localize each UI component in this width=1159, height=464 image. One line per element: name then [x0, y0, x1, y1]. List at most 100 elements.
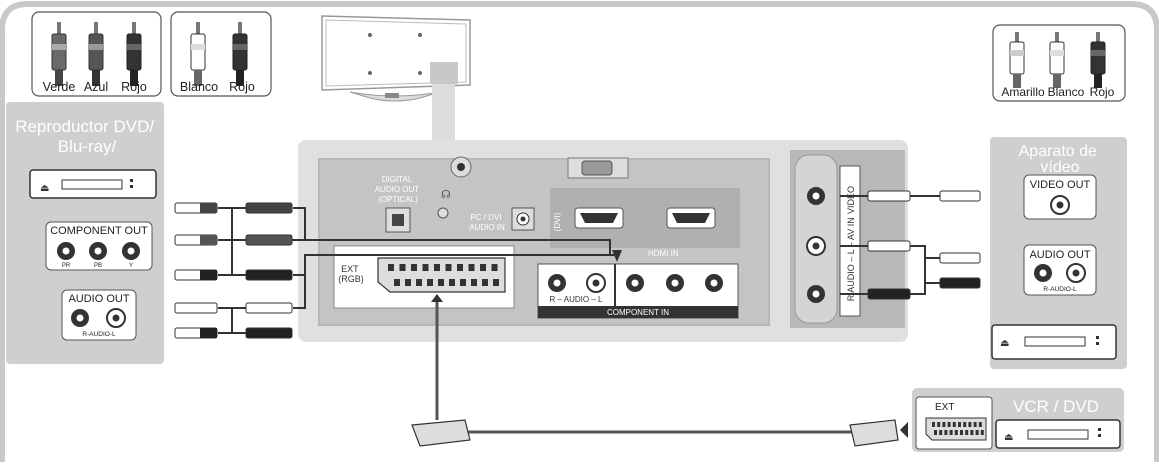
- scart-pin: [939, 430, 943, 435]
- video-out-label: VIDEO OUT: [1030, 179, 1091, 191]
- scart-pin: [460, 279, 466, 286]
- hdmi-in-label: HDMI IN: [648, 249, 679, 258]
- scart-pin: [399, 264, 406, 271]
- scart-pin: [980, 430, 984, 435]
- av-in-side-jacks: VIDEO AUDIO – L – AV IN R: [806, 165, 861, 317]
- svg-text:⏏: ⏏: [1000, 338, 1009, 349]
- scart-pin: [388, 264, 394, 271]
- component-out-label: COMPONENT OUT: [50, 225, 148, 237]
- scart-pin: [434, 264, 440, 271]
- label-rojo-audio: Rojo: [229, 80, 255, 94]
- av-in-label: AUDIO – L – AV IN: [846, 217, 856, 293]
- scart-pin: [422, 264, 429, 271]
- scart-pin: [944, 430, 948, 435]
- dvi-label: (DVI): [553, 212, 562, 231]
- scart-pin: [427, 279, 433, 286]
- scart-pin: [411, 264, 417, 271]
- scart-pin: [937, 422, 941, 427]
- tv-rear-icon: [321, 15, 471, 145]
- red-plug-icon: [232, 22, 248, 86]
- scart-pin: [978, 422, 982, 427]
- dvd-component-out-jacks: [57, 242, 140, 260]
- svg-text:⏏: ⏏: [40, 183, 49, 194]
- headphone-icon: ☊: [441, 189, 451, 201]
- scart-pin: [480, 264, 486, 271]
- scart-port: [377, 257, 506, 293]
- vcr-device-icon: ⏏: [991, 324, 1117, 360]
- scart-pin: [491, 264, 498, 271]
- scart-pin: [471, 279, 477, 286]
- audio-cable-legend: Blanco Rojo: [170, 11, 272, 97]
- scart-pin: [416, 279, 422, 286]
- video-device-audio-out-label: AUDIO OUT: [1029, 249, 1090, 261]
- red-plug-icon: [1090, 32, 1106, 88]
- scart-pin: [449, 279, 455, 286]
- label-blanco-av: Blanco: [1048, 85, 1085, 99]
- scart-pin: [942, 422, 946, 427]
- audio-cable-left: [218, 254, 618, 334]
- scart-pin: [482, 279, 488, 286]
- av-cable-legend: Amarillo Blanco Rojo: [992, 24, 1126, 102]
- component-plugs-left: [174, 202, 293, 339]
- label-verde: Verde: [43, 80, 76, 94]
- vcr-dvd-title: VCR / DVD: [1013, 397, 1099, 416]
- component-jacks-row: [548, 273, 723, 293]
- jack-label-pr: PR: [62, 263, 71, 269]
- scart-pin: [960, 430, 963, 435]
- scart-pin: [445, 264, 452, 271]
- dvd-player-device-icon: ⏏: [29, 169, 157, 199]
- video-device-title: Aparato de vídeo: [1019, 143, 1102, 176]
- scart-pin: [493, 279, 499, 286]
- label-rojo: Rojo: [121, 80, 147, 94]
- scart-pin: [457, 264, 463, 271]
- label-amarillo: Amarillo: [1001, 85, 1045, 99]
- scart-pin: [949, 430, 953, 435]
- scart-pin: [932, 422, 935, 427]
- scart-pin: [952, 422, 956, 427]
- ext-rgb-label: EXT (RGB): [338, 264, 364, 284]
- vcr-dvd-device-icon: ⏏: [995, 419, 1121, 449]
- scart-pin: [973, 422, 977, 427]
- scart-pin: [947, 422, 951, 427]
- dvd-player-title: Reproductor DVD/ Blu-ray/: [15, 117, 159, 156]
- scart-pin: [965, 430, 969, 435]
- dvd-audio-sub-label: R-AUDIO-L: [82, 331, 116, 338]
- pc-dvi-audio-in-label: PC / DVI AUDIO IN: [469, 213, 505, 232]
- scart-pin: [970, 430, 974, 435]
- label-rojo-av: Rojo: [1090, 85, 1115, 99]
- scart-pin: [934, 430, 937, 435]
- scart-pin: [975, 430, 979, 435]
- scart-pin: [963, 422, 967, 427]
- r-label: R: [846, 294, 856, 301]
- yellow-plug-icon: [1009, 32, 1025, 88]
- label-blanco: Blanco: [180, 80, 218, 94]
- jack-label-pb: PB: [94, 263, 102, 269]
- label-azul: Azul: [84, 80, 108, 94]
- video-device-audio-sub-label: R-AUDIO-L: [1043, 286, 1077, 293]
- scart-pin: [468, 264, 475, 271]
- red-plug-icon: [126, 22, 142, 86]
- scart-pin: [968, 422, 972, 427]
- av-plugs-right: [867, 190, 981, 300]
- green-plug-icon: [51, 22, 67, 86]
- audio-jacks-label: R – AUDIO – L: [550, 295, 603, 304]
- scart-cable: [411, 294, 908, 447]
- scart-pin: [438, 279, 444, 286]
- digital-audio-out-label: DIGITAL AUDIO OUT (OPTICAL): [375, 175, 422, 204]
- jack-label-y: Y: [129, 263, 133, 269]
- dvd-audio-out-label: AUDIO OUT: [68, 293, 129, 305]
- scart-pin: [394, 279, 400, 286]
- scart-pin: [405, 279, 411, 286]
- av-cable-right: [840, 195, 940, 295]
- component-in-label: COMPONENT IN: [607, 308, 669, 317]
- scart-pin: [958, 422, 961, 427]
- blue-plug-icon: [88, 22, 104, 86]
- svg-text:⏏: ⏏: [1004, 432, 1013, 443]
- vcr-ext-label: EXT: [935, 402, 954, 413]
- video-label: VIDEO: [846, 186, 856, 214]
- component-cable-legend: Verde Azul Rojo: [31, 11, 162, 97]
- scart-pin: [954, 430, 958, 435]
- vcr-scart-port: [925, 417, 987, 441]
